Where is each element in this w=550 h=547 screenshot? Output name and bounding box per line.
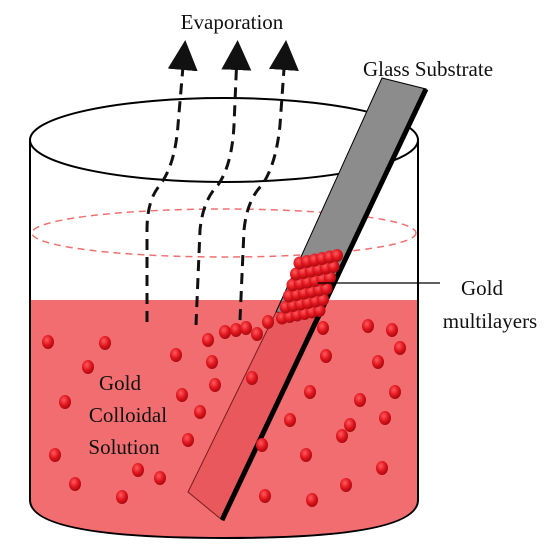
gold-particles: [42, 315, 406, 507]
meniscus-dashed-line: [31, 208, 417, 258]
beaker-bottom: [29, 499, 419, 540]
gold-multilayers-label-line2: multilayers: [443, 309, 537, 333]
gold-particle: [304, 385, 316, 399]
gold-particle: [219, 325, 231, 339]
gold-particle: [154, 471, 166, 485]
gold-particle: [284, 413, 296, 427]
gold-particle: [42, 335, 54, 349]
glass-substrate-label: Glass Substrate: [363, 57, 493, 81]
gold-multilayers-stack: [276, 249, 343, 325]
evaporation-arrow-icon: [145, 40, 198, 322]
gold-particle: [99, 336, 111, 350]
gold-particle: [209, 378, 221, 392]
gold-particle: [132, 463, 144, 477]
gold-particle: [386, 323, 398, 337]
gold-particle: [82, 360, 94, 374]
gold-particle: [262, 315, 274, 329]
solution-label-line1: Gold: [99, 371, 142, 395]
gold-particle: [256, 438, 268, 452]
gold-particle: [170, 348, 182, 362]
gold-particle: [182, 433, 194, 447]
gold-particle: [116, 490, 128, 504]
gold-particle: [372, 355, 384, 369]
gold-particle: [69, 477, 81, 491]
evaporation-arrow-icon: [238, 40, 299, 321]
solution-label-line3: Solution: [88, 435, 160, 459]
evaporation-arrows: [145, 40, 299, 326]
gold-particle: [176, 388, 188, 402]
gold-particle: [230, 323, 242, 337]
gold-particle: [194, 405, 206, 419]
gold-particle: [206, 355, 218, 369]
gold-particle: [246, 371, 258, 385]
gold-particle: [340, 478, 352, 492]
gold-particle: [379, 411, 391, 425]
gold-particle: [362, 319, 374, 333]
gold-particle: [394, 341, 406, 355]
gold-particle: [240, 321, 252, 335]
gold-particle: [251, 327, 263, 341]
multilayer-particle: [331, 249, 343, 262]
gold-particle: [376, 461, 388, 475]
gold-particle: [389, 385, 401, 399]
gold-particle: [300, 448, 312, 462]
gold-particle: [49, 448, 61, 462]
gold-particle: [59, 395, 71, 409]
gold-particle: [354, 393, 366, 407]
gold-particle: [259, 489, 271, 503]
gold-particle: [306, 493, 318, 507]
gold-particle: [336, 429, 348, 443]
gold-particle: [320, 349, 332, 363]
evaporation-arrow-icon: [194, 40, 252, 326]
gold-particle: [202, 333, 214, 347]
solution-label-line2: Colloidal: [89, 403, 167, 427]
gold-multilayers-label-line1: Gold: [461, 276, 504, 300]
evaporation-label: Evaporation: [181, 10, 284, 34]
gold-particle: [317, 321, 329, 335]
gold-particle: [344, 418, 356, 432]
